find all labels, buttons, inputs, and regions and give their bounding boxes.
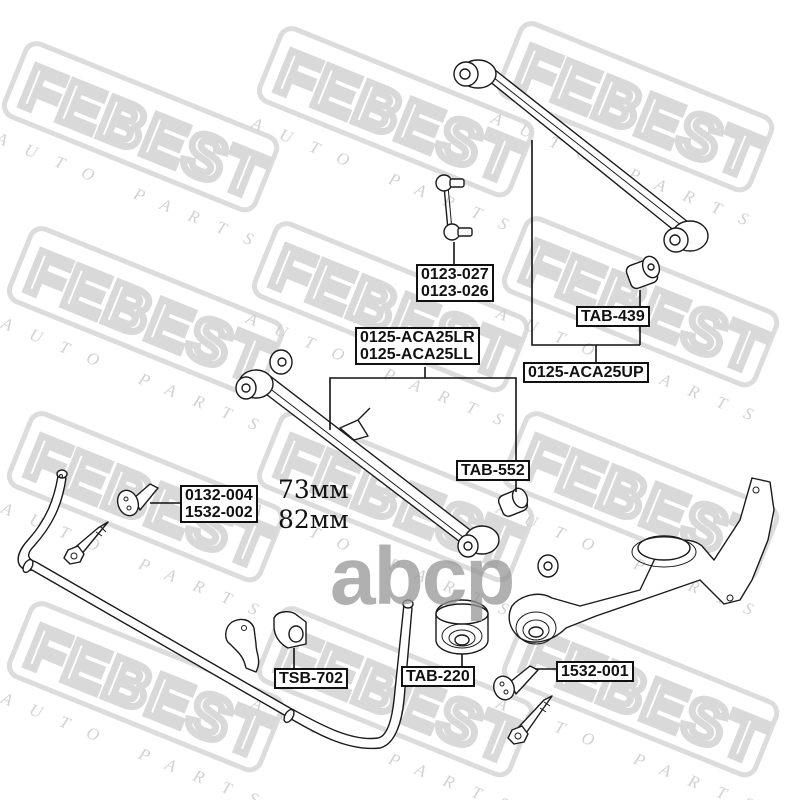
- label-upper-arm[interactable]: 0125-ACA25UP: [523, 362, 649, 383]
- part-number: TSB-702: [279, 670, 344, 687]
- part-number: TAB-220: [406, 668, 470, 685]
- lateral-arm: [235, 369, 500, 558]
- part-number: 0125-ACA25LR: [360, 329, 475, 346]
- part-number: 0132-004: [185, 487, 253, 504]
- part-number: 0125-ACA25UP: [528, 364, 644, 381]
- trailing-arm-bushing: [435, 599, 489, 655]
- label-cam-bolt-rear[interactable]: 1532-001: [556, 661, 634, 682]
- stabilizer-bracket: [225, 618, 260, 673]
- lateral-arm-bushing: [497, 487, 529, 517]
- part-number: 0123-026: [421, 283, 489, 300]
- trailing-arm-washer: [537, 554, 559, 578]
- label-trailing-arm-bushing[interactable]: TAB-220: [401, 666, 475, 687]
- cam-washer: [116, 483, 159, 517]
- watermark-logo: FEBEST AUTO PARTS: [0, 41, 280, 257]
- stabilizer-bushing: [273, 611, 307, 649]
- lateral-arm-washer: [269, 349, 293, 375]
- part-number: 1532-001: [561, 663, 629, 680]
- part-number: 0123-027: [421, 266, 489, 283]
- label-lateral-arm[interactable]: 0125-ACA25LR 0125-ACA25LL: [355, 327, 480, 365]
- cam-bolt: [63, 521, 109, 565]
- part-number: 1532-002: [185, 504, 253, 521]
- upper-arm-bushing: [625, 255, 661, 290]
- part-number: TAB-552: [461, 462, 525, 479]
- label-lateral-arm-bushing[interactable]: TAB-552: [456, 460, 530, 481]
- abcp-watermark-logo: abcp: [330, 531, 515, 622]
- cam-bolt-rear: [507, 695, 553, 745]
- part-number: TAB-439: [581, 308, 645, 325]
- label-cam-bolt[interactable]: 0132-004 1532-002: [180, 485, 258, 523]
- dimension-73mm: 73мм: [278, 475, 349, 504]
- leader-lines: [150, 140, 641, 670]
- part-number: 0125-ACA25LL: [360, 346, 473, 363]
- label-upper-arm-bushing[interactable]: TAB-439: [576, 306, 650, 327]
- upper-arm: [453, 59, 709, 253]
- cam-washer-rear: [493, 665, 539, 701]
- stabilizer-link: [435, 174, 473, 241]
- label-stabilizer-link[interactable]: 0123-027 0123-026: [416, 264, 494, 302]
- stabilizer-bar: [17, 469, 414, 750]
- trailing-arm: [508, 477, 775, 645]
- dimension-82mm: 82мм: [278, 505, 349, 534]
- label-stabilizer-bushing[interactable]: TSB-702: [274, 668, 349, 689]
